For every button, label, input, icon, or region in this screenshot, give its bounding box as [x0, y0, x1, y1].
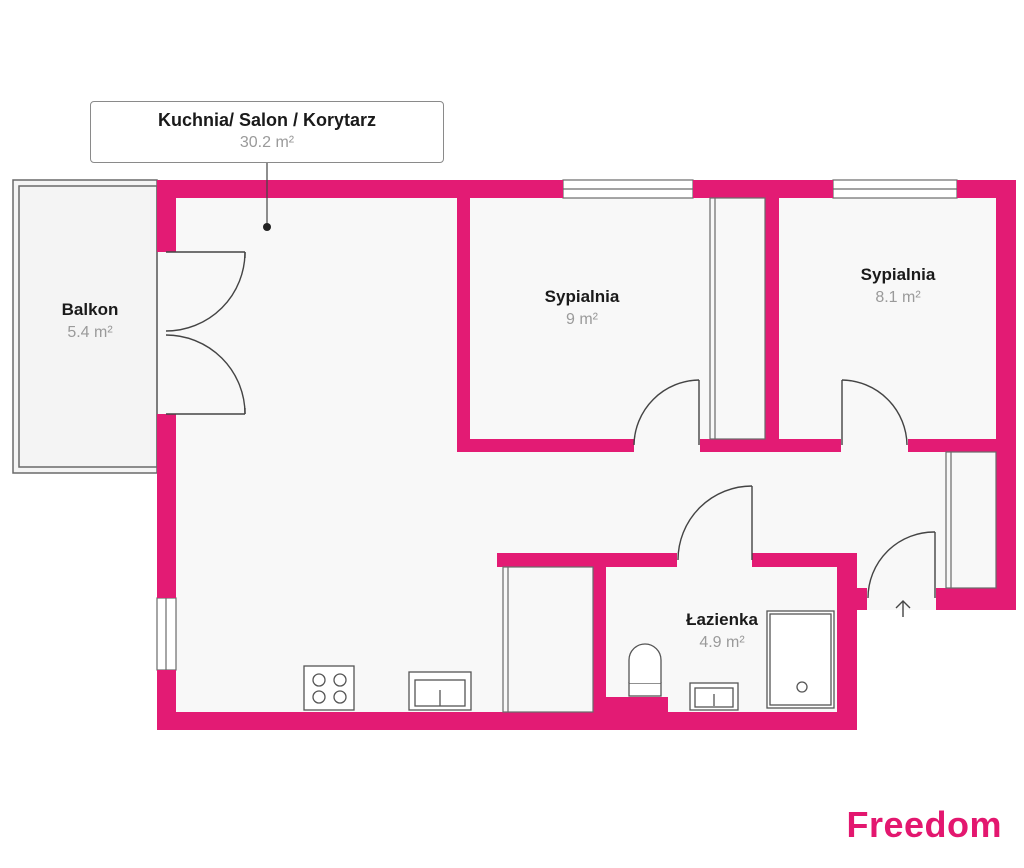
floors [13, 180, 1015, 730]
room-name-bedroom2: Sypialnia [860, 265, 936, 284]
room-area-main: 30.2 m² [239, 134, 295, 151]
room-area-balcony: 5.4 m² [67, 324, 113, 341]
floor-east [857, 180, 1015, 610]
walls [157, 180, 1016, 730]
brand-logo: Freedom [846, 804, 1002, 845]
balcony-railing [12, 179, 158, 474]
room-area-bedroom2: 8.1 m² [875, 289, 921, 306]
room-name-bedroom1: Sypialnia [544, 287, 620, 306]
room-label-bathroom: Łazienka 4.9 m² [686, 610, 758, 652]
wardrobe-entrance [945, 451, 997, 589]
stove-icon [303, 665, 355, 711]
room-label-bedroom1: Sypialnia 9 m² [545, 287, 620, 329]
floor-main [157, 180, 857, 730]
room-name-balcony: Balkon [61, 300, 119, 319]
room-name-main: Kuchnia/ Salon / Korytarz [157, 110, 377, 130]
washbasin-icon [689, 682, 739, 711]
wardrobe-hall [709, 197, 766, 440]
room-area-bathroom: 4.9 m² [699, 634, 745, 651]
room-label-balcony: Balkon 5.4 m² [62, 300, 119, 342]
doors [165, 251, 936, 599]
room-area-bedroom1: 9 m² [565, 311, 598, 328]
callout-pointer [263, 163, 271, 231]
entrance-arrow-icon [895, 600, 911, 617]
shower-icon [766, 610, 835, 709]
room-callout-main: Kuchnia/ Salon / Korytarz 30.2 m² [90, 101, 444, 163]
floor-balcony [13, 180, 157, 473]
wardrobes [502, 197, 997, 713]
toilet-icon [628, 643, 662, 697]
wardrobe-kitchen [502, 566, 594, 713]
kitchen-sink-icon [408, 671, 472, 711]
room-label-bedroom2: Sypialnia 8.1 m² [861, 265, 936, 307]
room-name-bathroom: Łazienka [686, 610, 758, 629]
